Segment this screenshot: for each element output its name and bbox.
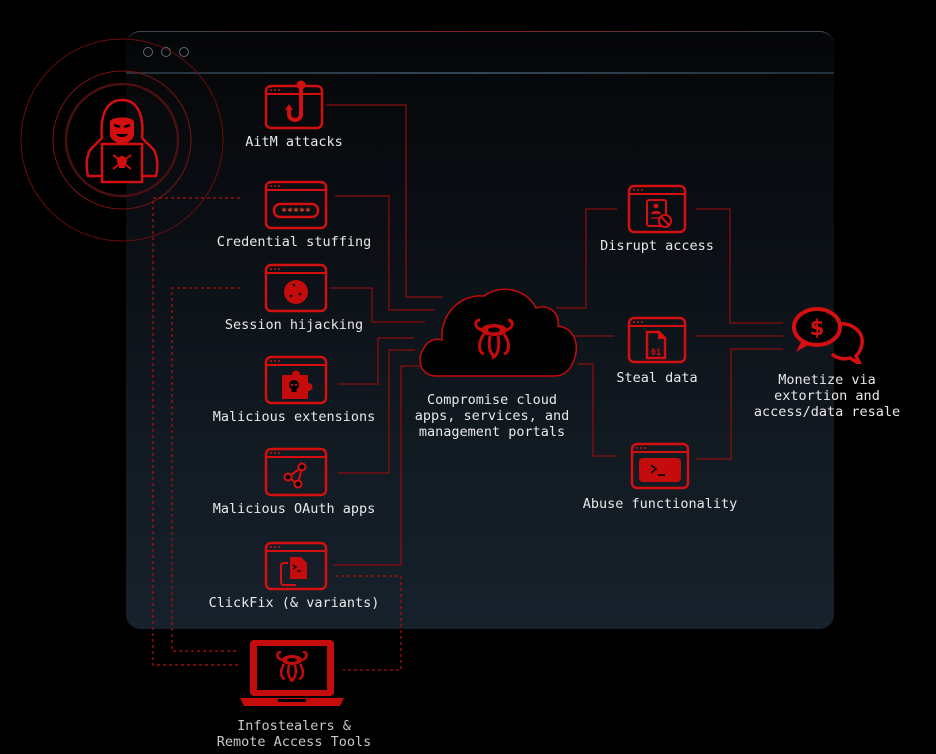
- tooling-laptop: [240, 638, 344, 708]
- copy-terminal-icon: [264, 541, 328, 591]
- cookie-icon: [264, 263, 328, 313]
- window-dot-icon: [161, 47, 171, 57]
- threat-actor: [80, 98, 164, 188]
- attack-label: Session hijacking: [224, 317, 364, 333]
- hooded-hacker-icon: [85, 98, 159, 184]
- monetize-label: Monetize via extortion and access/data r…: [753, 372, 901, 420]
- puzzle-skull-icon: [264, 355, 328, 405]
- outcome-label: Steal data: [616, 370, 698, 386]
- attack-label: Malicious OAuth apps: [212, 501, 376, 517]
- svg-text:$: $: [810, 316, 825, 340]
- svg-text:*****: *****: [281, 207, 311, 218]
- attack-node-clickfix: ClickFix (& variants): [194, 541, 394, 611]
- window-dot-icon: [143, 47, 153, 57]
- cloud-octopus-icon: [419, 288, 578, 377]
- attack-node-malicious-extensions: Malicious extensions: [194, 355, 394, 425]
- outcome-node-abuse: Abuse functionality: [572, 442, 748, 512]
- center-label: Compromise cloud apps, services, and man…: [414, 392, 570, 440]
- share-nodes-icon: [264, 447, 328, 497]
- monetize-icon-wrap: $: [790, 306, 870, 369]
- password-field-icon: *****: [264, 180, 328, 230]
- attack-label: AitM attacks: [245, 134, 343, 150]
- center-cloud: [414, 280, 580, 380]
- attack-node-session-hijacking: Session hijacking: [204, 263, 384, 333]
- terminal-icon: [630, 442, 690, 490]
- attack-node-malicious-oauth: Malicious OAuth apps: [194, 447, 394, 517]
- laptop-octopus-icon: [240, 640, 344, 706]
- outcome-label: Abuse functionality: [582, 496, 738, 512]
- titlebar-separator: [126, 72, 834, 74]
- outcome-label: Disrupt access: [600, 238, 714, 254]
- chat-dollar-icon: $: [792, 307, 865, 369]
- attack-node-aitm: AitM attacks: [214, 80, 374, 150]
- data-file-icon: 01: [627, 316, 687, 364]
- window-dot-icon: [179, 47, 189, 57]
- svg-text:01: 01: [651, 348, 661, 358]
- attack-label: Credential stuffing: [216, 234, 372, 250]
- attack-label: ClickFix (& variants): [208, 595, 380, 611]
- outcome-node-disrupt: Disrupt access: [582, 184, 732, 254]
- fishhook-icon: [264, 80, 324, 130]
- blocked-user-icon: [627, 184, 687, 234]
- outcome-node-steal: 01 Steal data: [582, 316, 732, 386]
- tooling-label: Infostealers & Remote Access Tools: [216, 718, 372, 750]
- attack-label: Malicious extensions: [212, 409, 376, 425]
- window-top-edge: [140, 31, 820, 32]
- attack-node-credential-stuffing: ***** Credential stuffing: [199, 180, 389, 250]
